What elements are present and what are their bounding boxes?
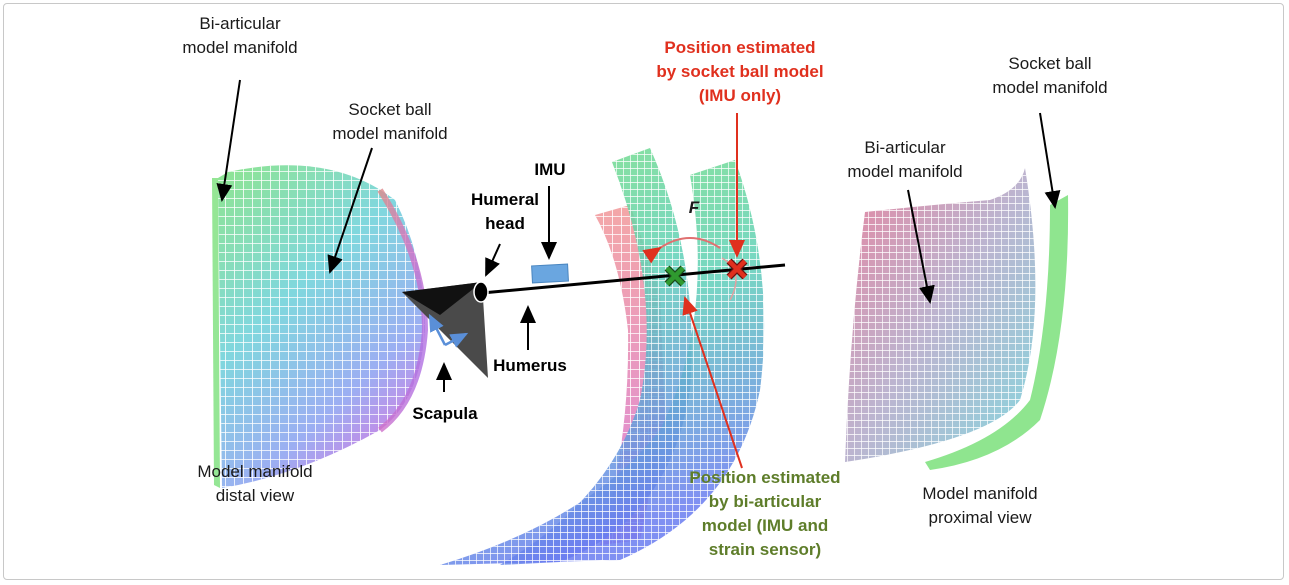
label-imu: IMU — [534, 160, 566, 179]
right-manifold — [845, 168, 1069, 470]
imu-box — [531, 263, 569, 284]
scapula-shape — [402, 282, 488, 378]
humeral-head-shape — [473, 281, 489, 303]
socket-marker — [726, 258, 748, 280]
force-arrow — [642, 237, 721, 264]
biarticular-marker — [664, 265, 686, 287]
annotation-arrows — [216, 79, 1061, 469]
label-scapula: Scapula — [412, 404, 478, 423]
blue-axis-arrow — [444, 332, 469, 348]
label-force: F — [688, 198, 700, 217]
left-manifold — [212, 165, 429, 488]
force-curve — [721, 257, 737, 301]
label-humerus: Humerus — [493, 356, 567, 375]
blue-axis-arrow — [428, 313, 447, 346]
